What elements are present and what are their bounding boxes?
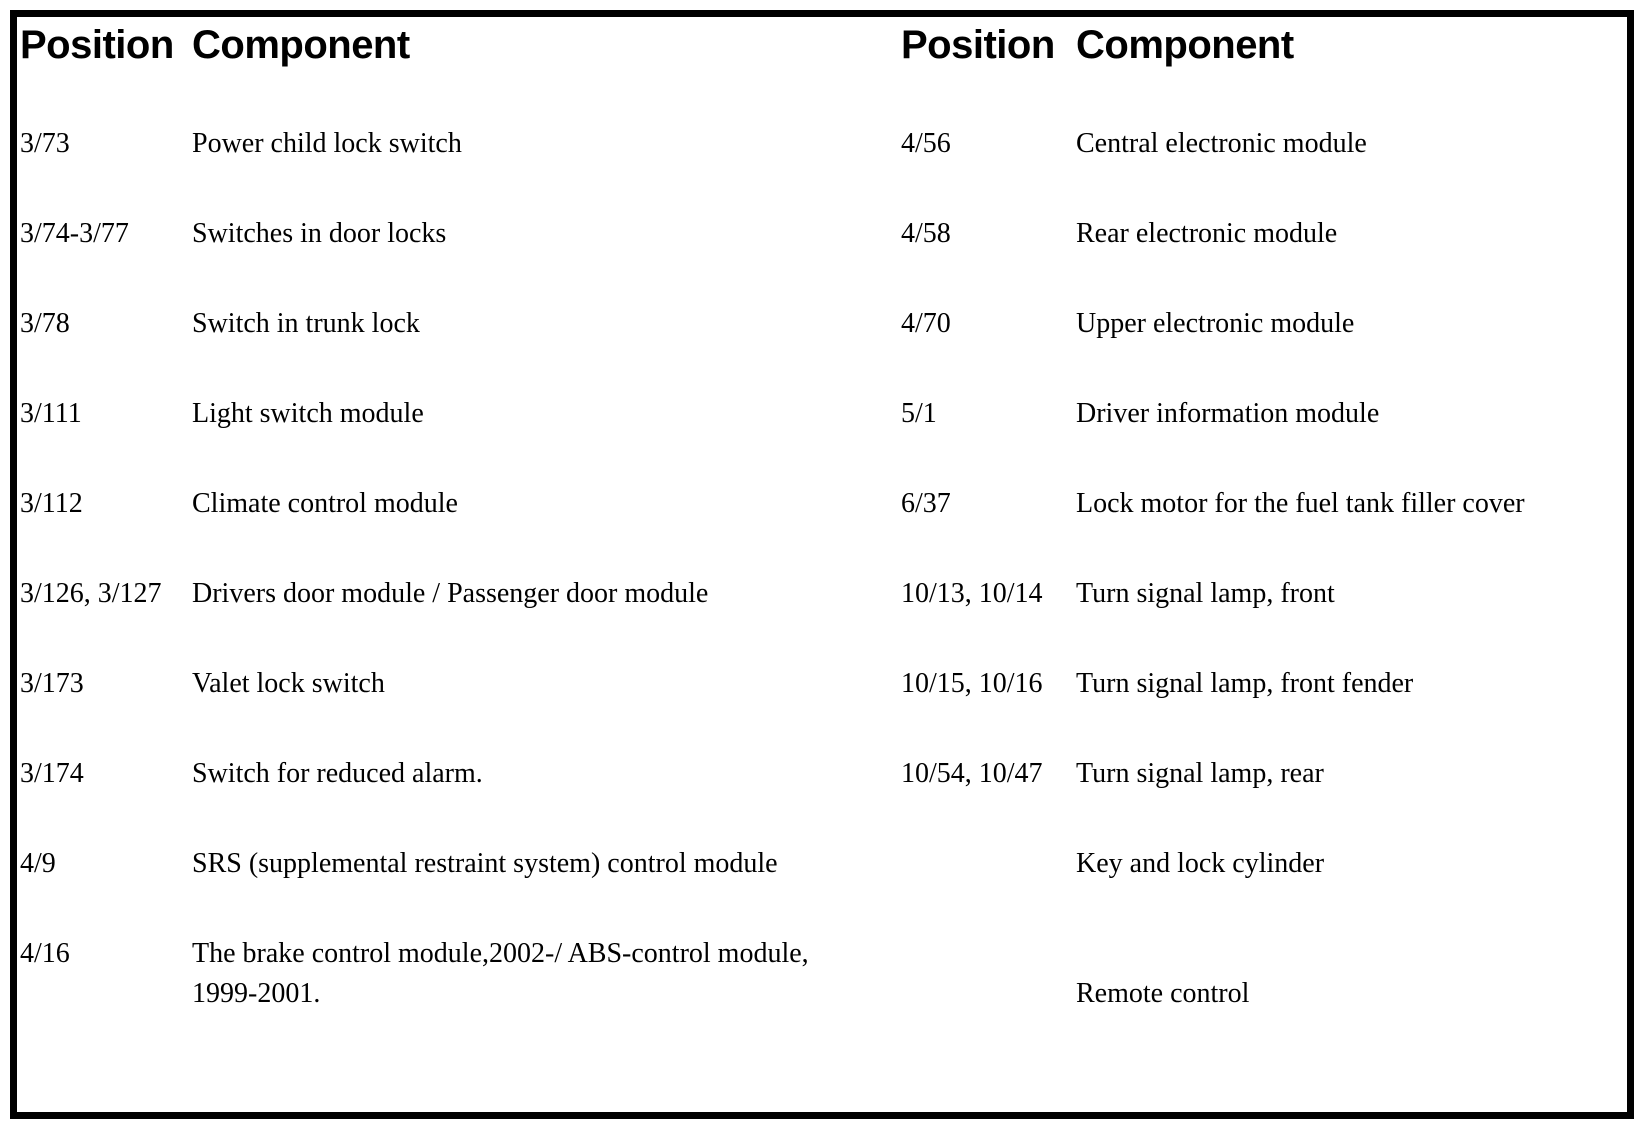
position-cell: 3/173 [20,668,84,699]
table-row: 4/70 Upper electronic module [901,304,1636,344]
component-cell: Switch in trunk lock [192,308,420,339]
table-row: 3/74-3/77 Switches in door locks [20,214,835,254]
component-cell: The brake control module,2002-/ ABS-cont… [192,938,809,1009]
position-cell: 3/112 [20,488,83,519]
component-cell: Valet lock switch [192,668,385,699]
table-row: 10/13, 10/14 Turn signal lamp, front [901,574,1636,614]
table-row: 10/15, 10/16 Turn signal lamp, front fen… [901,664,1636,704]
column-header-position: Position [20,23,174,67]
table-row: 4/56 Central electronic module [901,124,1636,164]
column-header-component: Component [1076,23,1294,67]
component-cell: Key and lock cylinder [1076,848,1325,879]
position-cell: 3/73 [20,128,70,159]
table-header: Position Component [20,22,835,68]
component-cell: Drivers door module / Passenger door mod… [192,578,709,609]
component-cell: Climate control module [192,488,458,519]
column-header-position: Position [901,23,1055,67]
component-cell: Switches in door locks [192,218,447,249]
position-cell: 4/16 [20,938,70,969]
component-cell: Switch for reduced alarm. [192,758,483,789]
table-row: Remote control [901,974,1636,1014]
position-cell: 10/15, 10/16 [901,668,1043,699]
table-header: Position Component [901,22,1636,68]
component-cell: Power child lock switch [192,128,462,159]
position-cell: 10/13, 10/14 [901,578,1043,609]
component-table-frame: Position Component 3/73 Power child lock… [10,10,1634,1119]
table-row: 4/16 The brake control module,2002-/ ABS… [20,934,835,1014]
table-row: 6/37 Lock motor for the fuel tank filler… [901,484,1636,524]
component-cell: Turn signal lamp, front fender [1076,668,1414,699]
component-cell: Light switch module [192,398,424,429]
position-cell: 4/9 [20,848,56,879]
component-cell: Driver information module [1076,398,1380,429]
component-cell: Lock motor for the fuel tank filler cove… [1076,488,1525,519]
table-row: 3/174 Switch for reduced alarm. [20,754,835,794]
position-cell: 4/58 [901,218,951,249]
table-row: Key and lock cylinder [901,844,1636,884]
position-cell: 3/111 [20,398,82,429]
table-row: 4/58 Rear electronic module [901,214,1636,254]
column-header-component: Component [192,23,410,67]
position-cell: 3/174 [20,758,84,789]
component-cell: SRS (supplemental restraint system) cont… [192,848,778,879]
component-table-left: Position Component 3/73 Power child lock… [20,22,835,1064]
component-cell: Upper electronic module [1076,308,1355,339]
table-row: 3/111 Light switch module [20,394,835,434]
position-cell: 4/70 [901,308,951,339]
component-cell: Remote control [1076,978,1250,1009]
table-row: 3/173 Valet lock switch [20,664,835,704]
table-row: 4/9 SRS (supplemental restraint system) … [20,844,835,884]
table-row: 3/112 Climate control module [20,484,835,524]
position-cell: 3/78 [20,308,70,339]
table-row: 5/1 Driver information module [901,394,1636,434]
position-cell: 6/37 [901,488,951,519]
component-table-right: Position Component 4/56 Central electron… [901,22,1636,1064]
position-cell [901,844,1076,884]
position-cell: 10/54, 10/47 [901,758,1043,789]
table-row: 3/78 Switch in trunk lock [20,304,835,344]
table-row: 10/54, 10/47 Turn signal lamp, rear [901,754,1636,794]
table-row: 3/73 Power child lock switch [20,124,835,164]
component-cell: Central electronic module [1076,128,1367,159]
component-cell: Turn signal lamp, front [1076,578,1335,609]
component-cell: Rear electronic module [1076,218,1338,249]
table-row: 3/126, 3/127 Drivers door module / Passe… [20,574,835,614]
position-cell: 3/74-3/77 [20,218,129,249]
component-cell: Turn signal lamp, rear [1076,758,1324,789]
position-cell: 5/1 [901,398,937,429]
position-cell [901,974,1076,1014]
position-cell: 3/126, 3/127 [20,578,162,609]
position-cell: 4/56 [901,128,951,159]
